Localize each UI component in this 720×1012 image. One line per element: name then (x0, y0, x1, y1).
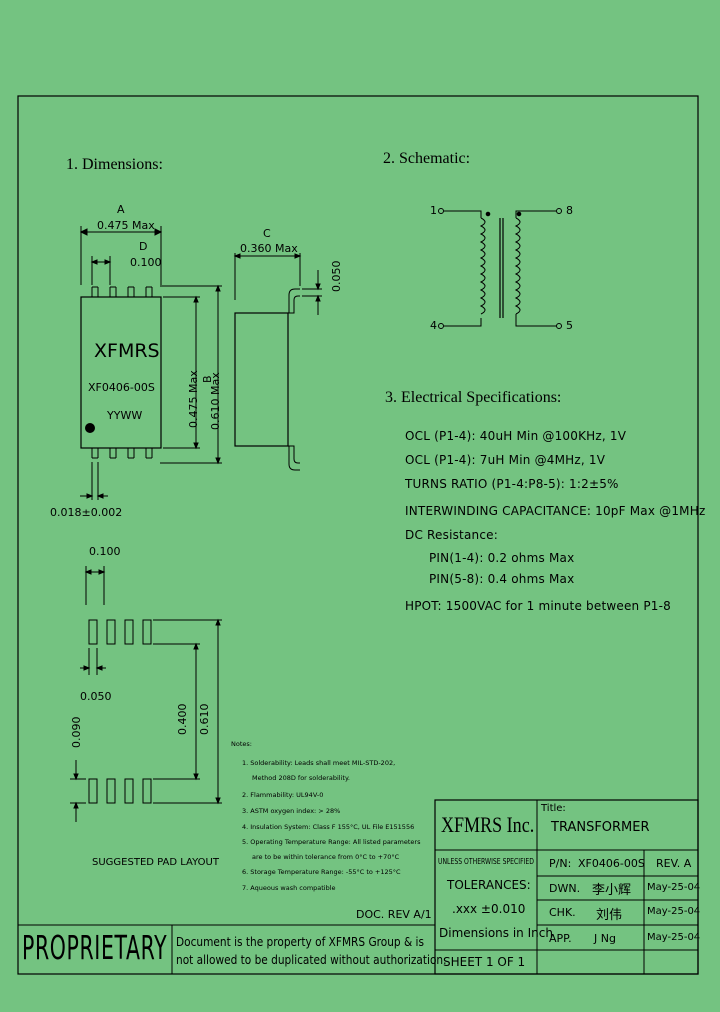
side-body (234, 312, 289, 447)
section-electrical: 3. Electrical Specifications: (385, 389, 562, 406)
package-brand: XFMRS (94, 340, 160, 362)
secondary-winding (514, 217, 521, 315)
dim-total-height: 0.610 Max (209, 372, 222, 430)
package-date-code: YYWW (107, 409, 143, 422)
dim-lead-width: 0.018±0.002 (50, 506, 123, 519)
notes-title: Notes: (231, 740, 252, 748)
dim-c-value: 0.360 Max (240, 242, 298, 255)
package-part: XF0406-00S (88, 381, 155, 394)
unless-specified: UNLESS OTHERWISE SPECIFIED (438, 857, 534, 866)
app-date: May-25-04 (647, 932, 701, 943)
title-block-grid (434, 799, 699, 975)
dwn-date: May-25-04 (647, 882, 701, 893)
dim-body-height: 0.475 Max (187, 370, 200, 428)
spec-dcr-primary: PIN(1-4): 0.2 ohms Max (429, 551, 575, 565)
dwn-signature: 李小辉 (592, 883, 632, 898)
spec-ocl-4m: OCL (P1-4): 7uH Min @4MHz, 1V (405, 453, 606, 467)
note-3: 3. ASTM oxygen index: > 28% (242, 807, 341, 815)
dim-a-letter: A (117, 203, 125, 216)
core-lines (499, 218, 504, 318)
pad (142, 778, 152, 804)
pad-width: 0.050 (80, 690, 112, 703)
pin-4-label: 4 (430, 319, 437, 332)
pad (106, 778, 116, 804)
app-signature: J Ng (594, 932, 616, 945)
company-name: XFMRS Inc. (441, 812, 535, 837)
dim-a-value: 0.475 Max (97, 219, 155, 232)
pad (124, 619, 134, 645)
primary-winding (479, 217, 486, 315)
tolerance-value: .xxx ±0.010 (452, 902, 526, 916)
pad-outer-span: 0.610 (198, 703, 211, 736)
proprietary-box (17, 924, 173, 975)
pad (88, 778, 98, 804)
pin-5-label: 5 (566, 319, 573, 332)
dwn-label: DWN. (549, 882, 581, 895)
note-2: 2. Flammability: UL94V-0 (242, 791, 324, 799)
note-6: 6. Storage Temperature Range: -55°C to +… (242, 868, 401, 876)
section-dimensions: 1. Dimensions: (66, 156, 163, 173)
spec-dcr-title: DC Resistance: (405, 528, 498, 542)
spec-hipot: HPOT: 1500VAC for 1 minute between P1-8 (405, 599, 671, 613)
drawing-title: TRANSFORMER (551, 820, 650, 835)
dim-c-letter: C (263, 227, 271, 240)
spec-dcr-secondary: PIN(5-8): 0.4 ohms Max (429, 572, 575, 586)
dim-d-letter: D (139, 240, 148, 253)
pn-label: P/N: (549, 857, 572, 870)
dim-lead-height: 0.050 (330, 260, 343, 293)
revision: REV. A (656, 857, 692, 870)
note-5: 5. Operating Temperature Range: All list… (242, 838, 421, 846)
tolerances-label: TOLERANCES: (447, 878, 531, 892)
pin-1-label: 1 (430, 204, 437, 217)
sheet-number: SHEET 1 OF 1 (443, 955, 526, 969)
section-schematic: 2. Schematic: (383, 150, 471, 167)
note-7: 7. Aqueous wash compatible (242, 884, 336, 892)
pad (124, 778, 134, 804)
dim-d-value: 0.100 (130, 256, 162, 269)
package-side-view (233, 253, 322, 471)
spec-ocl-100k: OCL (P1-4): 40uH Min @100KHz, 1V (405, 429, 627, 443)
chk-label: CHK. (549, 906, 576, 919)
proprietary-line-1: Document is the property of XFMRS Group … (176, 935, 424, 949)
pad-pitch: 0.100 (89, 545, 121, 558)
proprietary-line-2: not allowed to be duplicated without aut… (176, 953, 447, 967)
spec-capacitance: INTERWINDING CAPACITANCE: 10pF Max @1MHz (405, 504, 706, 518)
package-body (80, 296, 162, 449)
chk-signature: 刘伟 (596, 908, 623, 923)
note-1b: Method 208D for solderability. (252, 774, 350, 782)
pad-layout-caption: SUGGESTED PAD LAYOUT (92, 857, 219, 868)
pin-8-label: 8 (566, 204, 573, 217)
pad (142, 619, 152, 645)
doc-revision: DOC. REV A/1 (356, 908, 432, 921)
pad (88, 619, 98, 645)
package-front-view (79, 226, 222, 500)
transformer-schematic (438, 208, 562, 329)
proprietary-label: PROPRIETARY (22, 928, 168, 967)
part-number: XF0406-00S (578, 857, 645, 870)
note-4: 4. Insulation System: Class F 155°C, UL … (242, 823, 415, 831)
title-label: Title: (541, 803, 566, 814)
app-label: APP. (549, 932, 572, 945)
pad-inner-span: 0.400 (176, 703, 189, 736)
pin1-marker (85, 423, 95, 433)
note-5b: are to be within tolerance from 0°C to +… (252, 853, 400, 861)
chk-date: May-25-04 (647, 906, 701, 917)
pad (106, 619, 116, 645)
pad-layout (70, 566, 222, 822)
pad-height: 0.090 (70, 716, 83, 749)
spec-turns-ratio: TURNS RATIO (P1-4:P8-5): 1:2±5% (405, 477, 619, 491)
note-1: 1. Solderability: Leads shall meet MIL-S… (242, 759, 396, 767)
dimension-unit: Dimensions in Inch (439, 926, 553, 940)
